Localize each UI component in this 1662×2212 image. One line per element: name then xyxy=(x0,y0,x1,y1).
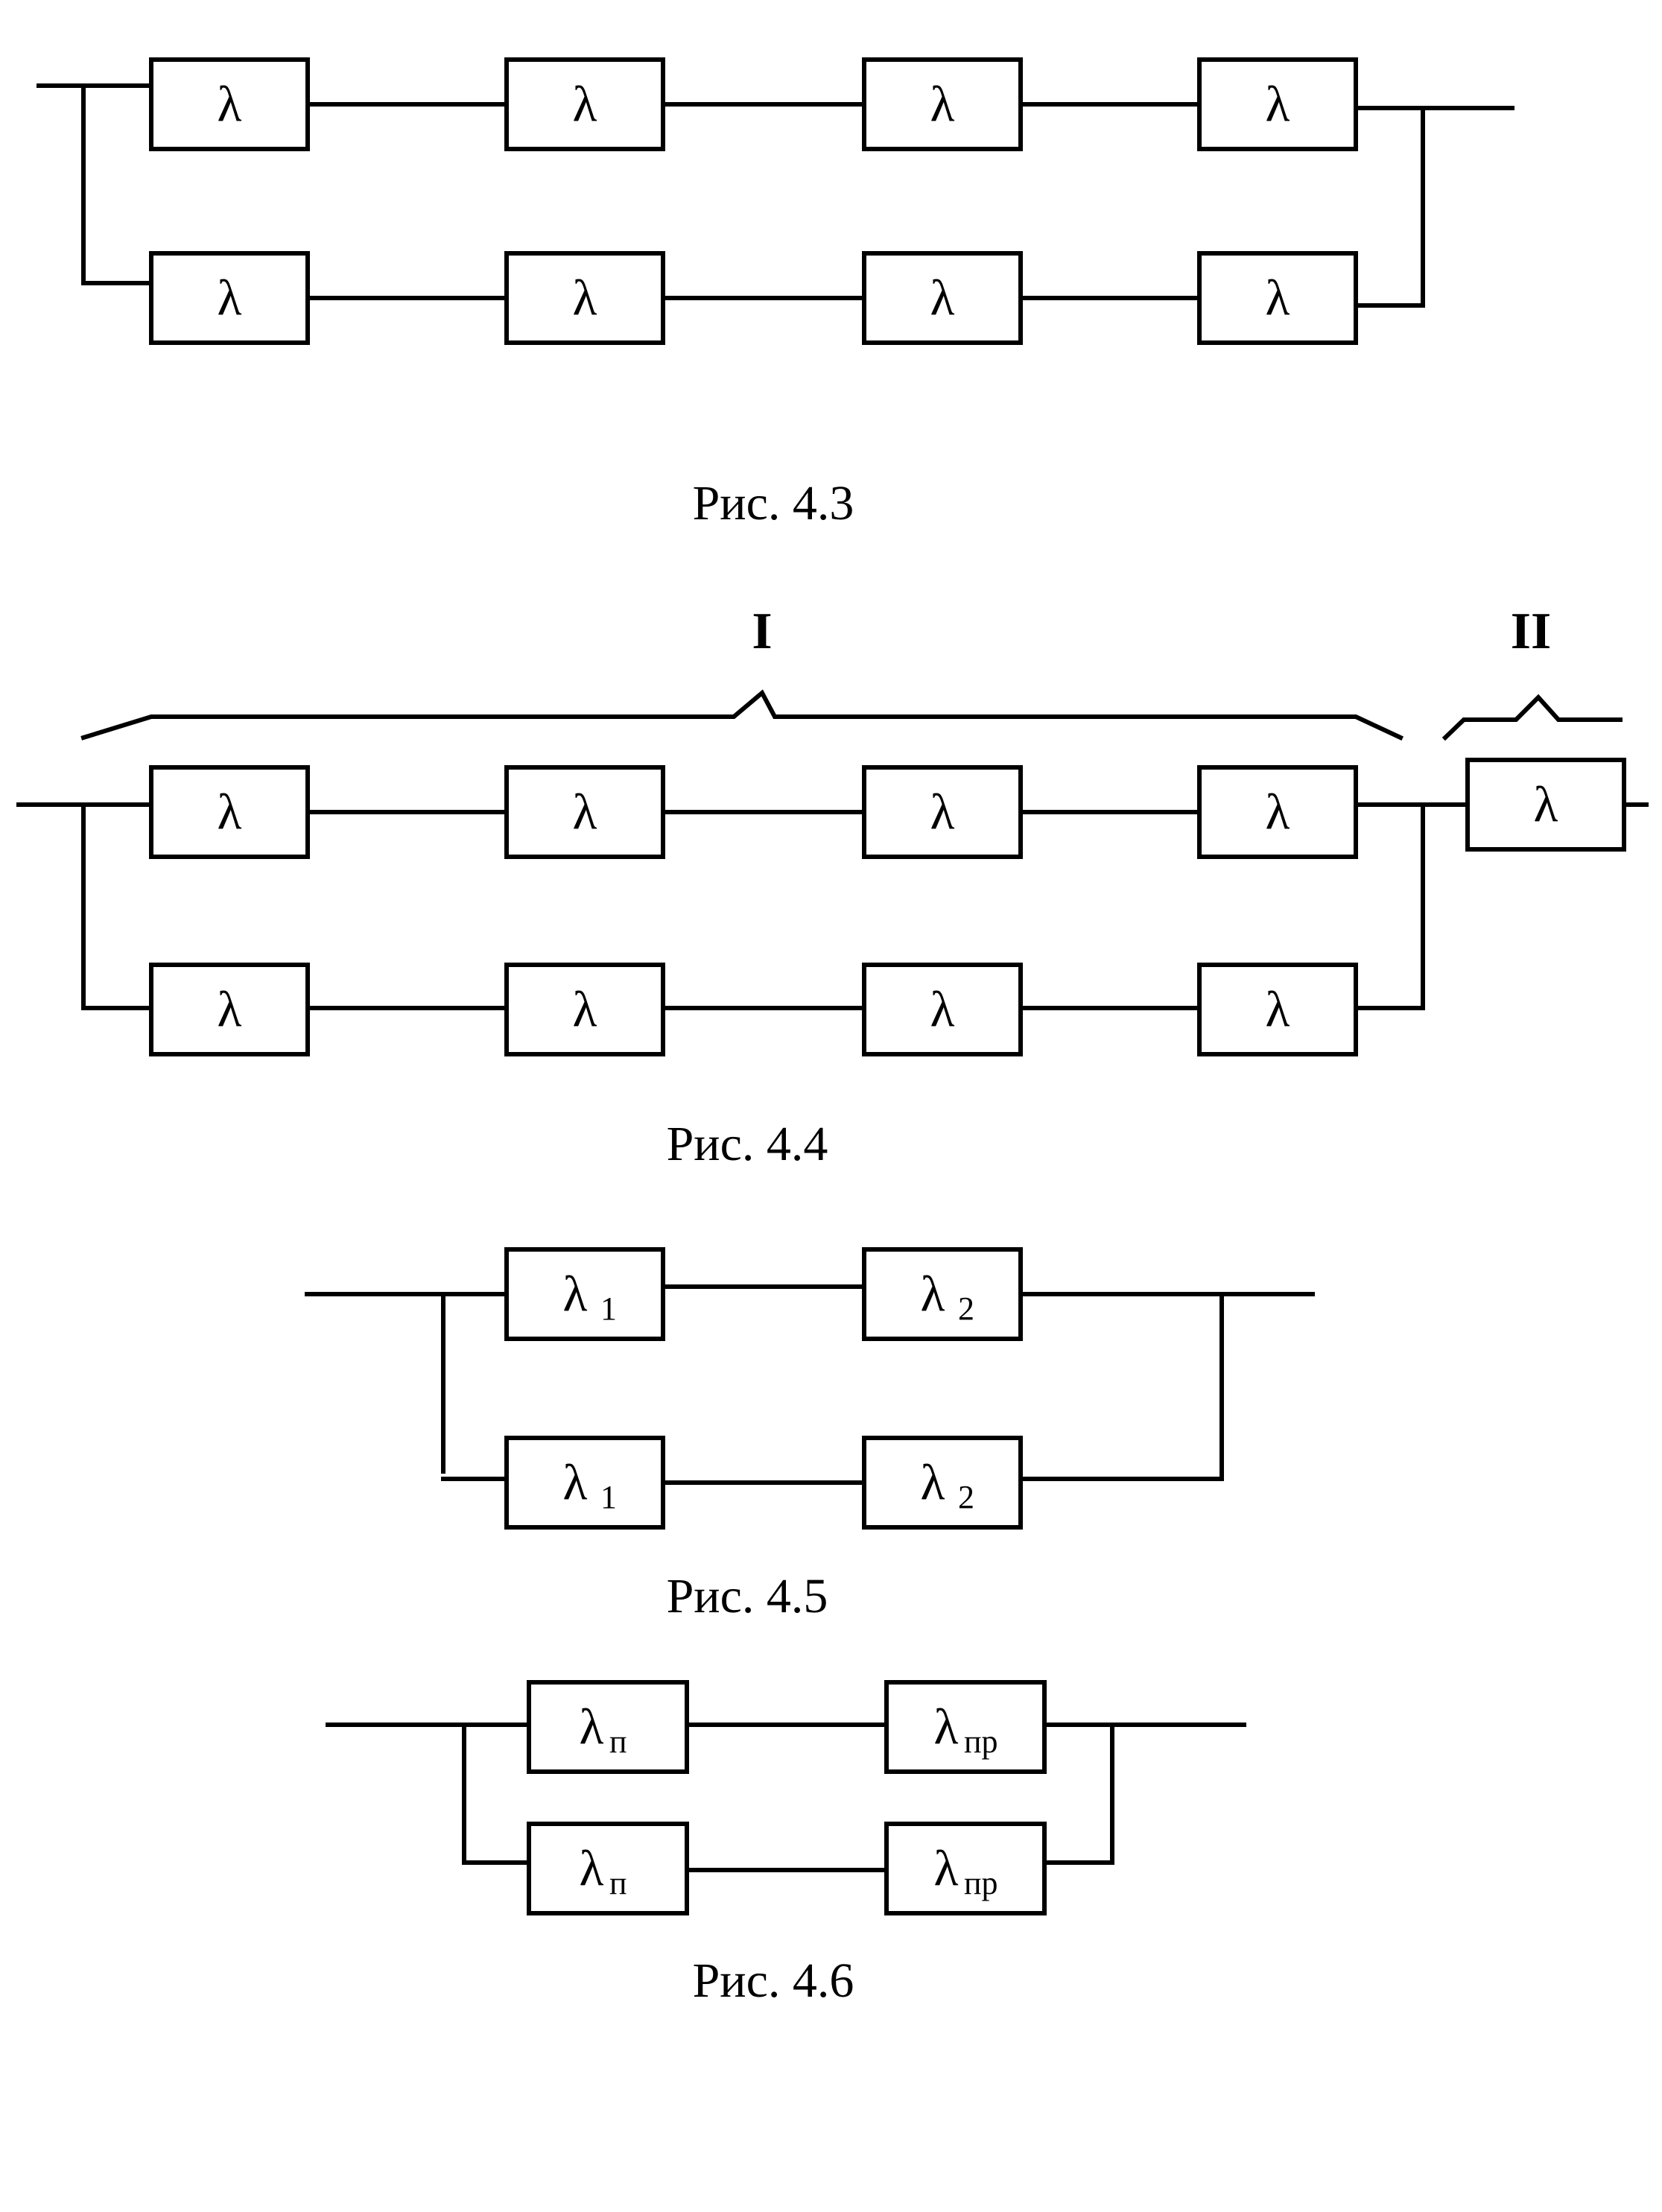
wiring xyxy=(16,802,1649,1010)
figure-caption: Рис. 4.4 xyxy=(667,1117,828,1171)
block-subscript: 1 xyxy=(600,1479,617,1515)
block: λ xyxy=(149,251,310,345)
block-label: λ xyxy=(573,75,597,132)
block-label: λ xyxy=(930,980,955,1037)
block: λ xyxy=(504,765,665,859)
block-label: λ xyxy=(218,269,242,326)
block-label: λ xyxy=(1534,776,1558,832)
block: λ 2 xyxy=(862,1436,1023,1530)
block-label: λ xyxy=(218,783,242,840)
block: λ xyxy=(149,57,310,151)
series-block: λ xyxy=(1465,758,1626,852)
block: λ xyxy=(1197,251,1358,345)
block-label: λ xyxy=(921,1454,945,1510)
block: λ п xyxy=(527,1822,689,1915)
wiring xyxy=(37,83,1514,308)
block-label: λ xyxy=(580,1698,604,1755)
figure-caption: Рис. 4.6 xyxy=(693,1953,854,2008)
block: λ xyxy=(149,765,310,859)
group-label-i: I xyxy=(752,603,772,660)
block-label: λ xyxy=(930,269,955,326)
block: λ xyxy=(504,963,665,1056)
block-label: λ xyxy=(1266,980,1290,1037)
figure-caption: Рис. 4.3 xyxy=(693,476,854,530)
block-label: λ xyxy=(580,1839,604,1896)
block: λ пр xyxy=(884,1680,1047,1774)
block: λ пр xyxy=(884,1822,1047,1915)
block-label: λ xyxy=(921,1265,945,1322)
block-label: λ xyxy=(573,269,597,326)
block-label: λ xyxy=(1266,269,1290,326)
block: λ xyxy=(1197,963,1358,1056)
block-subscript: пр xyxy=(964,1723,998,1760)
figure-4-5: λ 1 λ 2 λ 1 λ 2 Рис. 4.5 xyxy=(305,1247,1315,1623)
wiring xyxy=(326,1723,1246,1872)
block: λ 2 xyxy=(862,1247,1023,1341)
block: λ п xyxy=(527,1680,689,1774)
figure-4-4: I II λ λ λ λ λ xyxy=(16,603,1649,1171)
block-subscript: п xyxy=(609,1865,627,1901)
block: λ xyxy=(504,251,665,345)
block-subscript: 2 xyxy=(958,1290,974,1327)
block: λ xyxy=(1197,765,1358,859)
block-label: λ xyxy=(573,980,597,1037)
block-subscript: п xyxy=(609,1723,627,1760)
block: λ xyxy=(149,963,310,1056)
block: λ 1 xyxy=(504,1247,665,1341)
brace-group-ii xyxy=(1441,694,1623,741)
group-label-ii: II xyxy=(1511,603,1551,660)
block-label: λ xyxy=(218,75,242,132)
figure-caption: Рис. 4.5 xyxy=(667,1569,828,1623)
block: λ xyxy=(862,963,1023,1056)
block-subscript: 1 xyxy=(600,1290,617,1327)
block-label: λ xyxy=(930,783,955,840)
figure-4-6: λ п λ пр λ п λ пр Рис. 4.6 xyxy=(326,1680,1246,2008)
figure-4-3: λ λ λ λ λ λ λ λ Рис. 4.3 xyxy=(37,57,1514,530)
block-label: λ xyxy=(563,1454,588,1510)
block-label: λ xyxy=(934,1698,959,1755)
brace-group-i xyxy=(80,689,1403,741)
block-label: λ xyxy=(563,1265,588,1322)
block-subscript: пр xyxy=(964,1865,998,1901)
block-label: λ xyxy=(218,980,242,1037)
block-subscript: 2 xyxy=(958,1479,974,1515)
block-label: λ xyxy=(930,75,955,132)
block: λ xyxy=(862,57,1023,151)
wiring xyxy=(305,1284,1315,1485)
block: λ xyxy=(862,765,1023,859)
block-label: λ xyxy=(1266,783,1290,840)
block: λ 1 xyxy=(504,1436,665,1530)
block: λ xyxy=(862,251,1023,345)
block: λ xyxy=(1197,57,1358,151)
block-label: λ xyxy=(934,1839,959,1896)
block-label: λ xyxy=(573,783,597,840)
block-label: λ xyxy=(1266,75,1290,132)
block: λ xyxy=(504,57,665,151)
